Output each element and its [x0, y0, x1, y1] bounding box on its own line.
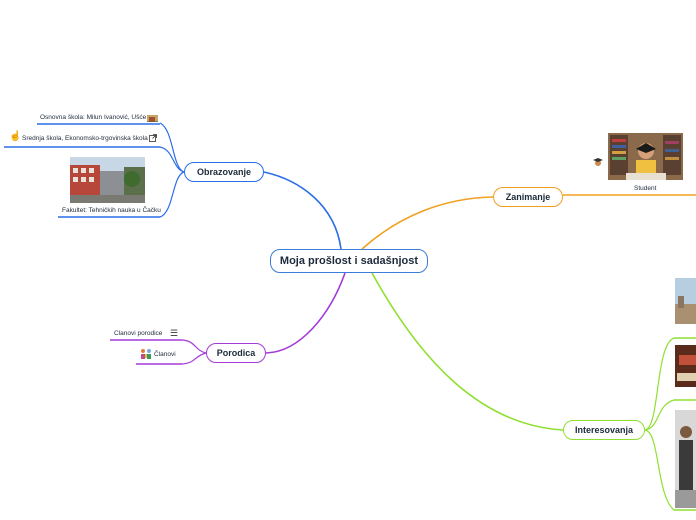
subtopic-osnovna-skola[interactable]: Osnovna škola: Milun Ivanović, Ušće [40, 114, 147, 121]
link-obrazovanje [263, 171, 342, 250]
subtopic-clanovi-porodice[interactable]: Clanovi porodice [114, 330, 163, 337]
link-osnovna [159, 122, 185, 173]
faculty-photo [70, 157, 145, 203]
link-porodica [265, 272, 346, 354]
link-zanimanje [361, 196, 494, 250]
link-interesovanja-2 [644, 399, 675, 431]
interest-photo-city [675, 278, 696, 324]
link-srednja [159, 146, 185, 173]
student-photo [608, 133, 683, 180]
hand-pointer-icon: ☝ [9, 131, 22, 142]
subtopic-srednja-skola[interactable]: Srednja škola, Ekonomsko-trgovinska škol… [22, 135, 148, 142]
topic-porodica[interactable]: Porodica [206, 343, 266, 363]
family-icon [140, 348, 152, 363]
subtopic-clanovi[interactable]: Članovi [154, 351, 176, 358]
link-interesovanja-3 [644, 429, 675, 511]
link-fakultet [159, 171, 185, 218]
central-topic[interactable]: Moja prošlost i sadašnjost [270, 249, 428, 273]
link-interesovanja [371, 272, 564, 431]
topic-zanimanje[interactable]: Zanimanje [493, 187, 563, 207]
subtopic-fakultet[interactable]: Fakultet: Tehničkih nauka u Čačku [62, 207, 161, 214]
external-link-icon[interactable] [149, 134, 157, 145]
topic-interesovanja[interactable]: Interesovanja [563, 420, 645, 440]
link-clanovi-porodice [181, 339, 207, 354]
topic-obrazovanje[interactable]: Obrazovanje [184, 162, 264, 182]
interest-photo-reading [675, 345, 696, 387]
school-photo-icon [147, 112, 158, 122]
graduate-icon [593, 157, 603, 170]
list-icon[interactable]: ☰ [170, 328, 179, 338]
interest-photo-music [675, 410, 696, 508]
link-interesovanja-1 [644, 337, 675, 431]
subtopic-student[interactable]: Student [634, 185, 657, 192]
link-clanovi [181, 352, 207, 365]
